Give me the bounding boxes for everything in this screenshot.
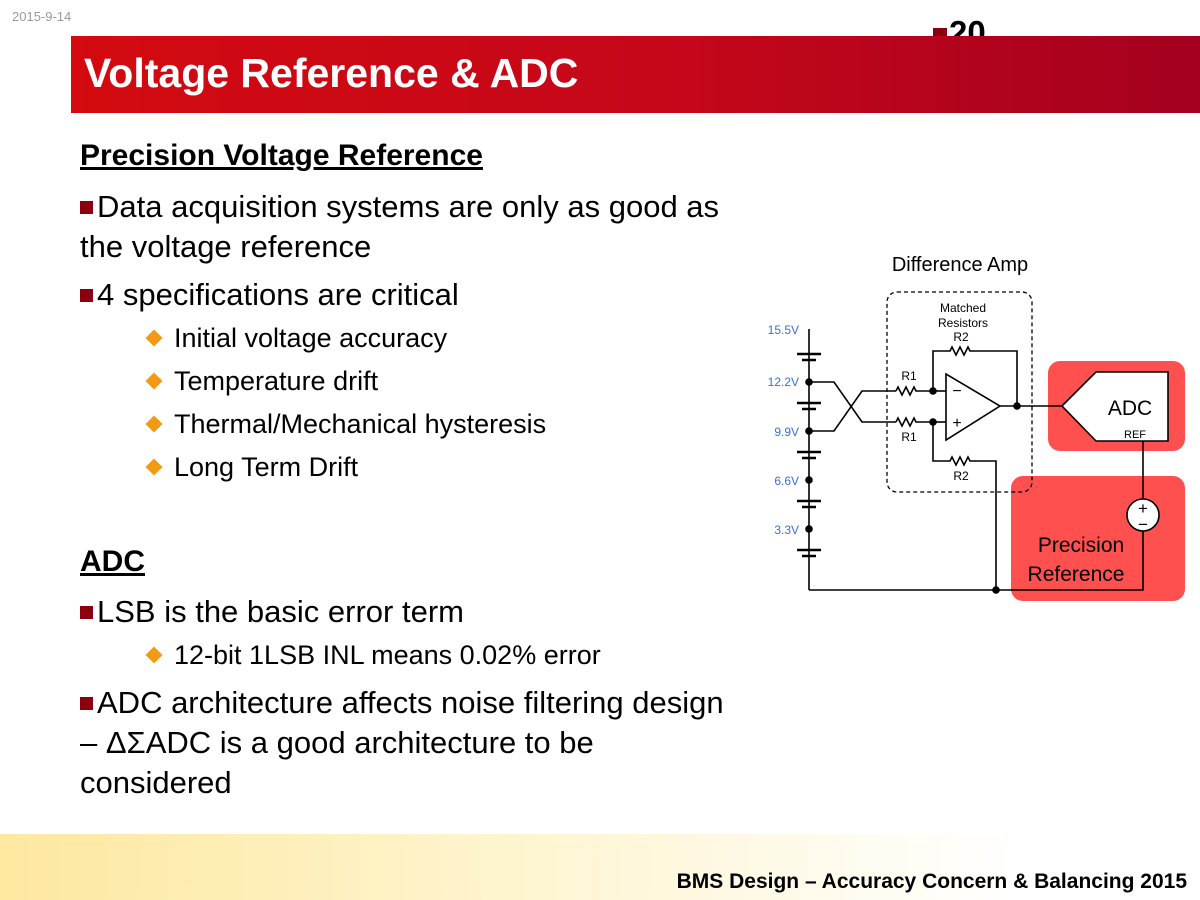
adc-block-icon	[1060, 371, 1169, 442]
adc-ref-label: REF	[1124, 429, 1146, 441]
bullet-text-continued: – ΔΣADC is a good architecture to be	[80, 725, 594, 760]
bullet-text-continued: the voltage reference	[80, 229, 372, 264]
matched-label-line1: Matched	[940, 301, 986, 315]
footer-text: BMS Design – Accuracy Concern & Balancin…	[676, 870, 1187, 893]
source-plus: +	[1138, 499, 1148, 518]
difference-amp-label: Difference Amp	[892, 254, 1028, 276]
sub-bullet: Initial voltage accuracy	[142, 322, 447, 354]
date-label: 2015-9-14	[12, 9, 72, 24]
resistor-label-r1: R1	[901, 369, 917, 383]
bullet-data-acquisition: Data acquisition systems are only as goo…	[80, 187, 719, 267]
resistor-r2-top	[932, 345, 1018, 406]
footer-bar: BMS Design – Accuracy Concern & Balancin…	[0, 834, 1200, 900]
op-amp-plus: +	[952, 415, 961, 432]
sub-bullet: Long Term Drift	[142, 451, 358, 483]
voltage-label: 9.9V	[774, 425, 799, 439]
section-heading-adc: ADC	[80, 545, 145, 578]
resistor-r2-bottom	[932, 422, 997, 590]
sub-bullet: Temperature drift	[142, 365, 378, 397]
bullet-square-icon	[80, 606, 93, 619]
battery-stack	[797, 329, 1144, 591]
sub-bullet: Thermal/Mechanical hysteresis	[142, 408, 546, 440]
matched-label-line2: Resistors	[938, 316, 988, 330]
resistor-label-r2: R2	[953, 330, 969, 344]
voltage-label: 6.6V	[774, 474, 799, 488]
sub-bullet: 12-bit 1LSB INL means 0.02% error	[142, 639, 601, 671]
input-wires	[809, 381, 896, 432]
amp-nodes	[929, 387, 1021, 426]
precision-label-line2: Reference	[1028, 563, 1125, 586]
voltage-label: 15.5V	[768, 323, 799, 337]
bullet-text: ADC architecture affects noise filtering…	[97, 685, 724, 720]
bullet-text-continued: considered	[80, 765, 232, 800]
bullet-text: 4 specifications are critical	[97, 277, 459, 312]
bullet-square-icon	[80, 697, 93, 710]
bullet-square-icon	[80, 289, 93, 302]
sub-bullet-text: Temperature drift	[174, 366, 379, 396]
precision-label-line1: Precision	[1038, 534, 1124, 557]
bullet-lsb: LSB is the basic error term	[80, 592, 464, 632]
voltage-label: 12.2V	[768, 375, 799, 389]
bullet-text: Data acquisition systems are only as goo…	[97, 189, 720, 224]
sub-bullet-text: 12-bit 1LSB INL means 0.02% error	[174, 640, 601, 670]
bullet-specifications: 4 specifications are critical	[80, 275, 459, 315]
title-bar: Voltage Reference & ADC	[71, 36, 1200, 113]
resistor-r1-top	[895, 385, 933, 397]
section-heading-reference: Precision Voltage Reference	[80, 139, 483, 172]
resistor-label-r2: R2	[953, 469, 969, 483]
sub-bullet-text: Initial voltage accuracy	[174, 323, 448, 353]
resistor-r1-bottom	[895, 416, 933, 428]
op-amp-minus: −	[952, 383, 961, 400]
voltage-label: 3.3V	[774, 523, 799, 537]
sub-bullet-text: Long Term Drift	[174, 452, 359, 482]
resistor-label-r1: R1	[901, 430, 917, 444]
bullet-square-icon	[80, 201, 93, 214]
slide-title: Voltage Reference & ADC	[84, 50, 579, 96]
source-minus: −	[1138, 515, 1148, 534]
sub-bullet-text: Thermal/Mechanical hysteresis	[174, 409, 547, 439]
bullet-text: LSB is the basic error term	[97, 594, 464, 629]
adc-label: ADC	[1108, 397, 1152, 420]
bullet-adc-architecture: ADC architecture affects noise filtering…	[80, 683, 724, 803]
op-amp-icon	[945, 372, 1002, 442]
voltage-source-icon	[1126, 498, 1160, 532]
